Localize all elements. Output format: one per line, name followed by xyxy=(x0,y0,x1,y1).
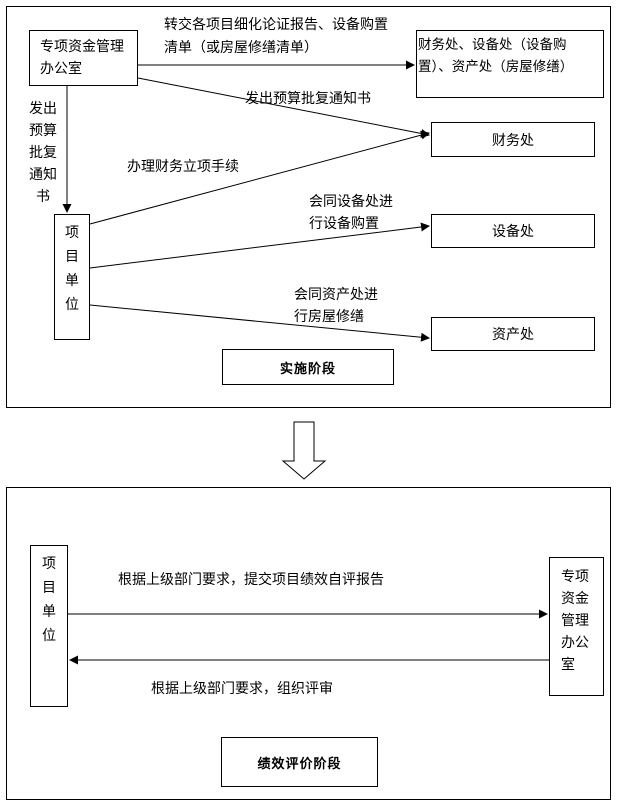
eval-project-unit-box: 项目单位 xyxy=(30,545,68,707)
forward-report-text-line2: 清单（或房屋修缮清单） xyxy=(164,40,318,56)
departments-box: 财务处、设备处（设备购 置）、资产处（房屋修缮） xyxy=(416,30,604,98)
evaluation-stage-frame xyxy=(6,487,611,800)
submit-self-evaluation-text: 根据上级部门要求，提交项目绩效自评报告 xyxy=(118,572,384,588)
project-unit-to-finance-arrow xyxy=(89,130,430,225)
forward-report-text-line1: 转交各项目细化论证报告、设备购置 xyxy=(164,17,388,33)
asset-office-label: 资产处 xyxy=(492,327,534,343)
organize-review-text: 根据上级部门要求，组织评审 xyxy=(151,681,333,697)
departments-label-line2: 置）、资产处（房屋修缮） xyxy=(418,59,574,75)
implementation-stage-frame xyxy=(6,6,611,408)
finance-procedure-text: 办理财务立项手续 xyxy=(127,159,239,175)
asset-repair-text-line1: 会同资产处进 xyxy=(294,287,378,303)
special-fund-office-label: 专项资金管理办公室 xyxy=(40,39,124,77)
equipment-purchase-text-line2: 行设备购置 xyxy=(309,216,379,232)
stage-transition-arrow xyxy=(281,421,327,480)
special-fund-office-box: 专项资金管理办公室 xyxy=(29,30,138,86)
evaluation-stage-label-box: 绩效评价阶段 xyxy=(221,737,378,787)
equipment-office-box: 设备处 xyxy=(431,214,595,248)
project-unit-label: 项目单位 xyxy=(65,225,79,313)
project-unit-box: 项目单位 xyxy=(54,214,90,340)
budget-notice-text: 发出预算批复通知书 xyxy=(245,91,371,107)
asset-repair-text-line2: 行房屋修缮 xyxy=(294,309,364,325)
eval-office-label: 专项资金管理办公室 xyxy=(561,569,589,673)
project-unit-to-equipment-arrow xyxy=(89,222,430,269)
budget-notice-vertical-text: 发出预算批复通知书 xyxy=(29,101,57,205)
departments-label-line1: 财务处、设备处（设备购 xyxy=(418,37,567,53)
eval-project-unit-label: 项目单位 xyxy=(42,556,56,644)
implementation-stage-label-box: 实施阶段 xyxy=(222,349,394,385)
asset-office-box: 资产处 xyxy=(431,317,595,351)
finance-office-box: 财务处 xyxy=(431,122,595,157)
evaluation-stage-label: 绩效评价阶段 xyxy=(257,756,342,772)
equipment-office-label: 设备处 xyxy=(492,224,534,240)
equipment-purchase-text-line1: 会同设备处进 xyxy=(309,194,393,210)
eval-office-box: 专项资金管理办公室 xyxy=(549,557,604,696)
project-unit-to-asset-arrow xyxy=(89,304,430,342)
finance-office-label: 财务处 xyxy=(492,132,534,149)
implementation-stage-label: 实施阶段 xyxy=(279,361,336,377)
office-to-finance-arrow xyxy=(137,77,430,138)
